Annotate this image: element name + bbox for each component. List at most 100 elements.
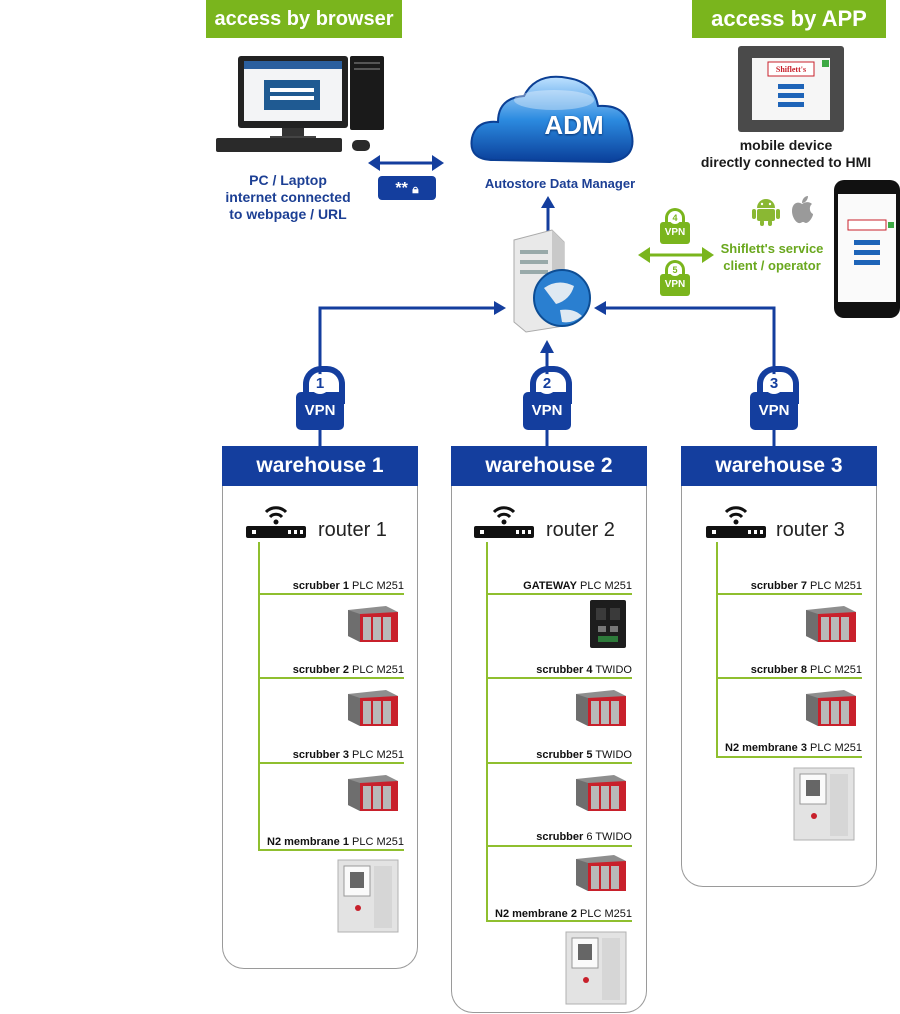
w2-device-1-type: PLC M251 [580, 580, 632, 592]
android-icon [752, 199, 780, 226]
lock-icon: 🔒︎ [412, 182, 419, 196]
scrubber-6-icon [576, 855, 626, 891]
scrubber-2-icon [348, 690, 398, 726]
vpn-lock-3-shackle [757, 366, 799, 404]
w2-device-1-label: GATEWAY PLC M251 [523, 580, 632, 592]
n2-membrane-2-icon [565, 931, 627, 1005]
w2-device-3-type: TWIDO [595, 749, 632, 761]
w1-device-3-name: scrubber 3 [292, 749, 349, 761]
w3-branch-3 [716, 756, 862, 758]
w3-device-3-label: N2 membrane 3 PLC M251 [725, 742, 862, 754]
w3-device-1-type: PLC M251 [810, 580, 862, 592]
vpn-lock-1-number: 1 [310, 374, 330, 394]
w1-device-4-label: N2 membrane 1 PLC M251 [267, 836, 404, 848]
w3-device-3-type: PLC M251 [810, 742, 862, 754]
vpn-lock-5: VPN 5 [660, 260, 690, 300]
vpn-lock-3-number: 3 [764, 374, 784, 394]
w3-device-1-label: scrubber 7 PLC M251 [751, 580, 862, 592]
vpn-lock-2-number: 2 [537, 374, 557, 394]
vpn-lock-2: VPN 2 [523, 366, 572, 438]
mobile-caption-line-2: directly connected to HMI [700, 154, 872, 170]
pc-caption-line-1: PC / Laptop [249, 172, 327, 188]
w2-device-5-type: PLC M251 [580, 908, 632, 920]
router-1-icon [246, 506, 306, 538]
warehouse-1-trunk [258, 542, 260, 850]
gateway-plc-icon [590, 600, 626, 648]
access-by-browser-banner: access by browser [206, 0, 402, 38]
vpn-lock-5-shackle [665, 260, 685, 279]
w2-branch-3 [486, 762, 632, 764]
warehouse-2-trunk [486, 542, 488, 922]
scrubber-7-icon [806, 606, 856, 642]
router-2-label: router 2 [546, 519, 615, 541]
w1-device-2-label: scrubber 2 PLC M251 [293, 664, 404, 676]
vpn-lock-4-shackle [665, 208, 685, 227]
vpn-lock-5-body: VPN [660, 274, 690, 296]
pc-caption-line-2: internet connected [225, 189, 351, 205]
w2-device-3-name: scrubber 5 [536, 749, 593, 761]
w1-device-4-name: N2 membrane 1 [267, 836, 349, 848]
w1-branch-2 [258, 677, 404, 679]
vpn-lock-2-body: VPN [523, 392, 571, 430]
server-globe-icon [513, 229, 591, 333]
pc-caption-line-3: to webpage / URL [229, 206, 347, 222]
w2-branch-1 [486, 593, 632, 595]
scrubber-8-icon [806, 690, 856, 726]
w1-device-3-label: scrubber 3 PLC M251 [293, 749, 404, 761]
vpn-lock-1: VPN 1 [296, 366, 345, 438]
router-1-label: router 1 [318, 519, 387, 541]
adm-label: ADM [544, 110, 604, 140]
warehouse-3-header: warehouse 3 [681, 446, 877, 486]
w1-device-2-name: scrubber 2 [292, 664, 349, 676]
vpn-lock-4: VPN 4 [660, 208, 690, 248]
apple-icon [792, 196, 813, 224]
w1-device-1-type: PLC M251 [352, 580, 404, 592]
scrubber-5-icon [576, 775, 626, 811]
vpn-lock-2-shackle [530, 366, 572, 404]
w3-device-2-label: scrubber 8 PLC M251 [751, 664, 862, 676]
vpn-lock-1-body: VPN [296, 392, 344, 430]
w2-device-2-name: scrubber 4 [536, 664, 593, 676]
vpn-lock-4-number: 4 [669, 212, 681, 224]
w1-device-3-type: PLC M251 [352, 749, 404, 761]
w1-branch-4 [258, 849, 404, 851]
w3-device-1-name: scrubber 7 [750, 580, 807, 592]
w2-device-4-label: scrubber 6 TWIDO [536, 831, 632, 843]
w2-branch-4 [486, 845, 632, 847]
mobile-caption: mobile device directly connected to HMI [686, 137, 886, 171]
router-3-label: router 3 [776, 519, 845, 541]
hmi-brand-label: Shiflett's [775, 65, 807, 74]
service-caption-line-1: Shiflett's service [720, 241, 824, 256]
access-by-app-banner: access by APP [692, 0, 886, 38]
pc-caption: PC / Laptop internet connected to webpag… [206, 172, 370, 223]
hmi-panel-icon [738, 46, 844, 132]
w3-branch-1 [716, 593, 862, 595]
adm-caption: Autostore Data Manager [484, 176, 636, 191]
scrubber-4-icon [576, 690, 626, 726]
vpn-lock-4-body: VPN [660, 222, 690, 244]
w1-device-1-label: scrubber 1 PLC M251 [293, 580, 404, 592]
vpn-lock-1-shackle [303, 366, 345, 404]
scrubber-1-icon [348, 606, 398, 642]
w2-device-3-label: scrubber 5 TWIDO [536, 749, 632, 761]
w1-branch-3 [258, 762, 404, 764]
service-caption-line-2: client / operator [723, 258, 821, 273]
vpn-lock-5-number: 5 [669, 264, 681, 276]
w2-device-5-label: N2 membrane 2 PLC M251 [495, 908, 632, 920]
w1-branch-1 [258, 593, 404, 595]
w1-device-2-type: PLC M251 [352, 664, 404, 676]
w3-device-3-name: N2 membrane 3 [725, 742, 807, 754]
warehouse-2-header: warehouse 2 [451, 446, 647, 486]
w1-device-1-name: scrubber 1 [292, 580, 349, 592]
router-3-icon [706, 506, 766, 538]
smartphone-icon [834, 180, 900, 318]
n2-membrane-1-icon [337, 859, 399, 933]
w2-device-2-label: scrubber 4 TWIDO [536, 664, 632, 676]
n2-membrane-3-icon [793, 767, 855, 841]
password-mask: ** [395, 180, 408, 197]
w3-device-2-name: scrubber 8 [750, 664, 807, 676]
w2-branch-5 [486, 920, 632, 922]
w3-device-2-type: PLC M251 [810, 664, 862, 676]
w2-branch-2 [486, 677, 632, 679]
password-badge: ** 🔒︎ [378, 176, 436, 200]
